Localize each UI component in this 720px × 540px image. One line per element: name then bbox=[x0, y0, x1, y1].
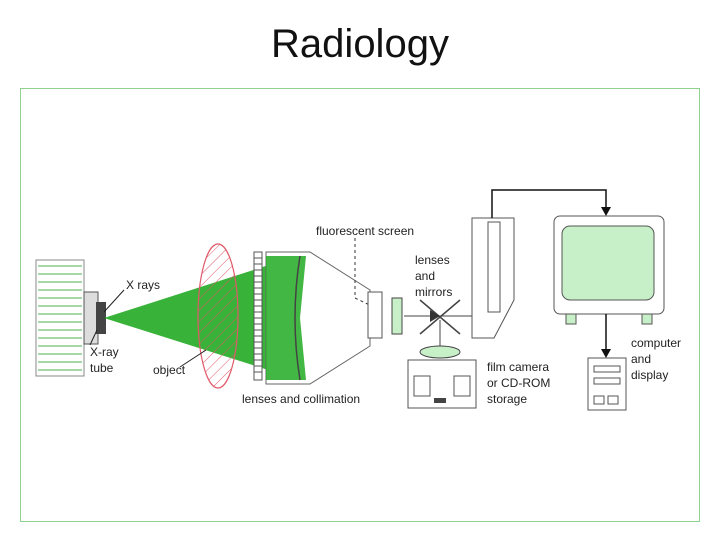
label-lenses-2: and bbox=[415, 269, 435, 283]
collimator bbox=[253, 251, 263, 381]
label-film-1: film camera bbox=[487, 360, 549, 374]
label-film-2: or CD-ROM bbox=[487, 376, 550, 390]
label-lenses-1: lenses bbox=[415, 253, 450, 267]
label-lenses-3: mirrors bbox=[415, 285, 452, 299]
label-x-ray-tube-1: X-ray bbox=[90, 345, 119, 359]
tube-stripes bbox=[38, 265, 82, 371]
label-fluorescent-screen: fluorescent screen bbox=[316, 224, 414, 238]
film-camera bbox=[407, 320, 477, 409]
label-film-3: storage bbox=[487, 392, 527, 406]
label-computer-2: and bbox=[631, 352, 651, 366]
camera-tower bbox=[471, 217, 515, 339]
label-x-rays: X rays bbox=[126, 278, 160, 292]
label-computer-1: computer bbox=[631, 336, 681, 350]
computer-box bbox=[587, 357, 627, 411]
label-computer-3: display bbox=[631, 368, 668, 382]
slide-title: Radiology bbox=[271, 22, 449, 66]
object-ellipse bbox=[197, 243, 239, 389]
label-object: object bbox=[153, 363, 186, 377]
intensifier-beam bbox=[266, 256, 306, 380]
signal-arrow bbox=[491, 189, 607, 218]
label-x-ray-tube-2: tube bbox=[90, 361, 114, 375]
monitor bbox=[553, 215, 665, 325]
xray-tube bbox=[35, 259, 106, 377]
label-lenses-collimation: lenses and collimation bbox=[242, 392, 360, 406]
